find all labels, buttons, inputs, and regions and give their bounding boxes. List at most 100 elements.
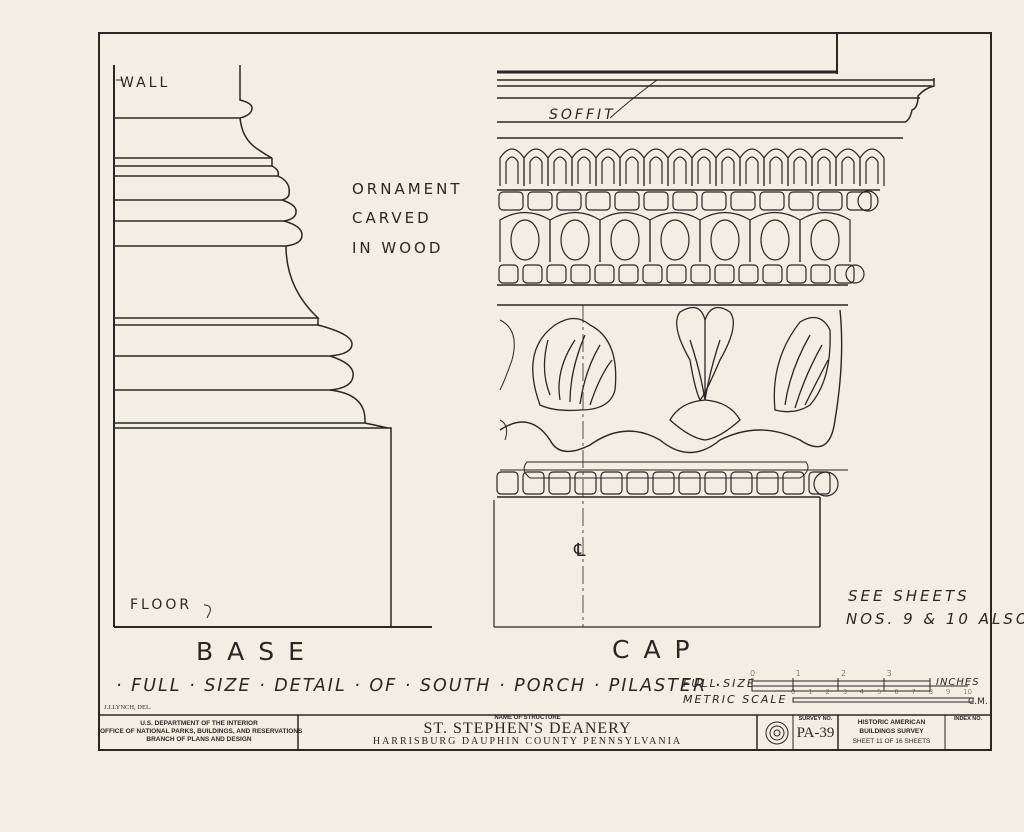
leaf-inner [721,156,735,184]
bead [756,471,779,495]
bead [846,191,872,211]
egg [560,219,590,261]
bead [614,191,640,211]
scale-units-cm: C.M. [968,697,988,707]
bead [548,471,571,495]
lambs-tongue-leaf [595,148,621,186]
egg [660,219,690,261]
bead [496,471,519,495]
lambs-tongue-leaf [715,148,741,186]
lambs-tongue-leaf [547,148,573,186]
bead [522,264,543,284]
cm-tick-label: 0 [791,688,796,696]
bead [817,191,843,211]
bead-end [813,471,839,497]
base-title: BASE [196,637,318,666]
title-block-frame [98,714,992,751]
cap-bead-mouldings [496,190,879,497]
scale-label-metric: METRIC SCALE [683,693,788,706]
see-sheets-note-line1: SEE SHEETS [848,587,970,605]
bead [782,471,805,495]
egg [810,219,840,261]
survey-number-caption: SURVEY NO. [798,716,833,722]
main-drawing-title: · FULL · SIZE · DETAIL · OF · SOUTH · PO… [116,676,723,696]
leaf-inner [697,156,711,184]
agency-line1: U.S. DEPARTMENT OF THE INTERIOR [140,720,258,727]
structure-name: ST. STEPHEN'S DEANERY [423,720,632,737]
bead [618,264,639,284]
leaf-inner [553,156,567,184]
bead [690,264,711,284]
graphic-scale [751,678,974,703]
bead [762,264,783,284]
leaf-inner [505,156,519,184]
leaf-inner [817,156,831,184]
lambs-tongue-leaf [859,148,885,186]
egg [710,219,740,261]
bead [594,264,615,284]
leaf-inner [865,156,879,184]
cap-egg-and-dart [499,148,885,186]
bead [522,471,545,495]
agency-line2: OFFICE OF NATIONAL PARKS, BUILDINGS, AND… [100,728,303,735]
bead [556,191,582,211]
bead [666,264,687,284]
wall-label: WALL [120,75,171,91]
bead [730,471,753,495]
index-number-caption: INDEX NO. [953,716,983,722]
cap-ovolo-eggs [499,211,851,262]
bead-end [845,264,865,284]
habs-line2: BUILDINGS SURVEY [859,728,924,735]
lambs-tongue-leaf [571,148,597,186]
lambs-tongue-leaf [499,148,525,186]
leaf-inner [649,156,663,184]
bead [788,191,814,211]
cap-profile [493,33,935,628]
cap-anthemion-frieze [499,306,848,479]
egg [760,219,790,261]
bead [652,471,675,495]
lambs-tongue-leaf [523,148,549,186]
egg [610,219,640,261]
sheet-number: SHEET 11 OF 16 SHEETS [852,738,931,745]
bead [738,264,759,284]
bead [642,264,663,284]
cm-tick-label: 10 [963,688,972,696]
cm-tick-label: 9 [945,688,951,696]
cm-tick-label: 2 [825,688,830,696]
bead [626,471,649,495]
survey-number: PA-39 [796,725,835,741]
bead [786,264,807,284]
cm-tick-label: 3 [842,688,848,696]
base-profile [113,65,432,628]
cap-title: CAP [612,635,704,664]
bead [834,264,855,284]
bead [574,471,597,495]
bead [600,471,623,495]
cm-tick-label: 6 [894,688,899,696]
survey-seal-icon [765,721,789,745]
cm-tick-label: 4 [859,688,865,696]
ornament-note-line1: ORNAMENT [352,180,463,198]
lambs-tongue-leaf [667,148,693,186]
bead [643,191,669,211]
bead [759,191,785,211]
ornament-note-line3: IN WOOD [352,239,444,257]
leaf-inner [793,156,807,184]
leaf-inner [529,156,543,184]
soffit-label: SOFFIT [549,107,616,123]
bead [810,264,831,284]
lambs-tongue-leaf [763,148,789,186]
leaf-inner [745,156,759,184]
bead [546,264,567,284]
bead [701,191,727,211]
inch-tick-label: 3 [886,669,892,678]
bead [585,191,611,211]
structure-location: HARRISBURG DAUPHIN COUNTY PENNSYLVANIA [372,736,683,747]
scale-units-inches: INCHES [936,677,980,688]
ornament-note-line2: CARVED [352,209,432,227]
leaf-inner [769,156,783,184]
cm-tick-label: 5 [877,688,882,696]
bead [808,471,831,495]
leaf-inner [577,156,591,184]
